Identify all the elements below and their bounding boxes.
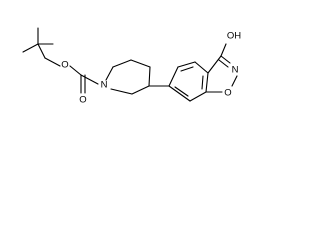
bond [112,59,132,68]
bond [177,61,196,68]
bond [69,65,82,76]
bond [168,66,179,87]
inner-double-bond [180,66,194,72]
c-oh-bond [220,43,227,57]
bond [37,43,46,59]
bond [168,85,191,102]
piperidine-ring [105,59,151,95]
bond [130,59,151,68]
ester-oxygen-label: O [61,60,68,71]
bond [194,61,209,74]
c-n-double-bond-a [220,55,231,64]
bond [80,74,99,85]
bond [148,66,151,87]
bond [110,88,133,95]
inner-double-bond [174,86,189,97]
bond [131,85,150,95]
c-n-double-bond-b [218,59,229,68]
bond [207,55,222,74]
carbonyl-oxygen-label: O [79,95,86,106]
bond [189,91,207,102]
isoxazole-oxygen-label: O [224,88,231,99]
benzene-ring [168,61,209,102]
inner-double-bond [201,75,204,90]
bond [231,75,238,87]
canvas-background [0,0,290,125]
bond [105,66,114,81]
tert-butyl-group [22,27,54,59]
isoxazole-nitrogen-label: N [232,65,239,76]
hydroxyl-label: OH [227,31,241,42]
isoxazole-ring [205,43,238,93]
piperidine-nitrogen-label: N [101,80,108,91]
carbamate-group [44,57,99,94]
bond [22,43,39,53]
bond [205,72,209,93]
bond [44,57,61,67]
chemical-structure-diagram: O O N N O OH [0,0,290,125]
